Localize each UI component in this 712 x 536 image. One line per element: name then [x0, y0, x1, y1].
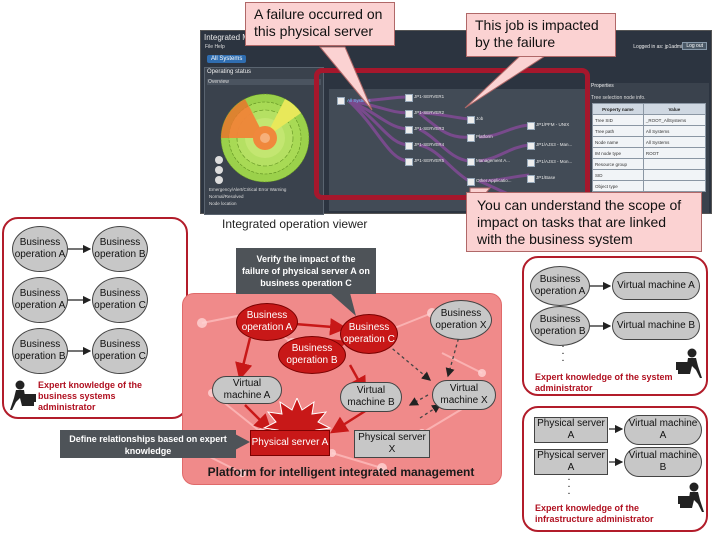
infra-admin-expert-label: Expert knowledge of the infrastructure a…: [535, 503, 654, 524]
graph-node-label: JP1/PFM - UNIX: [536, 122, 570, 127]
platform-ps-x[interactable]: Physical server X: [354, 430, 430, 458]
viewer-menu[interactable]: File Help: [205, 44, 225, 50]
table-row: Tree SID_ROOT_AllSystems: [592, 114, 707, 126]
graph-node-root-label: All Systems: [347, 98, 371, 103]
relationship-graph[interactable]: All Systems JP1-SERVER1 JP1-SERVER2 JP1-…: [329, 89, 585, 211]
rb-vm-a: Virtual machine A: [624, 415, 702, 445]
sunburst-chart[interactable]: [209, 88, 321, 186]
graph-node-pfm[interactable]: [527, 122, 535, 130]
graph-node-platform[interactable]: [467, 134, 475, 142]
graph-node-label: JP1-SERVER5: [414, 158, 445, 163]
graph-node-label: JP1-SERVER2: [414, 110, 445, 115]
graph-node-base[interactable]: [527, 175, 535, 183]
graph-node-other[interactable]: [467, 178, 475, 186]
callout-verify: Verify the impact of the failure of phys…: [236, 248, 376, 294]
left-bo-b-2: Business operation B: [12, 328, 68, 374]
system-admin-expert-label: Expert knowledge of the system administr…: [535, 372, 673, 393]
graph-node-server2[interactable]: [405, 110, 413, 118]
operating-status-title: Operating status: [207, 69, 252, 75]
viewer-caption: Integrated operation viewer: [222, 217, 368, 231]
platform-vm-a[interactable]: Virtual machine A: [212, 376, 282, 404]
properties-subtitle: Tree selection node info.: [591, 95, 646, 101]
properties-title: Properties: [591, 83, 614, 89]
table-row: Object type: [592, 180, 707, 192]
graph-node-server5[interactable]: [405, 158, 413, 166]
rb-vm-b: Virtual machine B: [624, 447, 702, 477]
platform-bo-b[interactable]: Business operation B: [278, 336, 346, 374]
graph-node-ajs3-man[interactable]: [527, 142, 535, 150]
graph-links: [347, 95, 530, 201]
rt-vm-b: Virtual machine B: [612, 312, 700, 340]
platform-bo-c[interactable]: Business operation C: [340, 314, 398, 354]
graph-node-label: Other Applicatio...: [476, 178, 512, 183]
failure-burst-icon: [262, 398, 332, 438]
rt-bo-a: Business operation A: [530, 266, 590, 306]
left-bo-a-1: Business operation A: [12, 226, 68, 272]
viewer-user: Logged in as: jp1admin: [633, 44, 685, 50]
graph-node-server3[interactable]: [405, 126, 413, 134]
callout-impacted: This job is impacted by the failure: [466, 13, 616, 57]
platform-vm-x[interactable]: Virtual machine X: [432, 380, 496, 410]
rb-ps-a-1: Physical server A: [534, 417, 608, 443]
callout-define: Define relationships based on expert kno…: [60, 430, 236, 458]
left-bo-b-1: Business operation B: [92, 226, 148, 272]
person-at-laptop-icon: [676, 348, 702, 378]
platform-bo-x[interactable]: Business operation X: [430, 300, 492, 340]
platform-label: Platform for intelligent integrated mana…: [207, 465, 475, 479]
operating-status-panel: Operating status Overview: [204, 67, 324, 215]
platform-ps-a[interactable]: Physical server A: [250, 430, 330, 456]
graph-node-label: JP1/AJS3 - Mon...: [536, 159, 573, 164]
tab-all-systems[interactable]: All Systems: [207, 55, 247, 63]
callout-scope: You can understand the scope of impact o…: [466, 192, 702, 252]
integrated-operation-viewer-screenshot: Integrated M File Help Logged in as: jp1…: [200, 30, 712, 215]
callout-failure: A failure occurred on this physical serv…: [245, 2, 395, 46]
platform-bo-a[interactable]: Business operation A: [236, 303, 298, 341]
graph-node-label: JP1/Base: [536, 175, 556, 180]
graph-node-label: JP1-SERVER4: [414, 142, 445, 147]
business-admin-expert-label: Expert knowledge of the business systems…: [38, 380, 143, 412]
overview-header: Overview: [207, 79, 321, 85]
rb-ps-a-2: Physical server A: [534, 449, 608, 475]
viewer-title: Integrated M: [204, 33, 249, 42]
sunburst-zoom-icon: [215, 156, 223, 184]
graph-node-label: JP1-SERVER1: [414, 94, 445, 99]
rb-dots: ・ ・ ・: [566, 478, 573, 498]
graph-node-label: JP1-SERVER3: [414, 126, 445, 131]
status-legend: Emergency/Alert/Critical Error Warning N…: [209, 187, 287, 206]
rt-dots: ・ ・ ・: [560, 345, 567, 365]
rt-bo-b: Business operation B: [530, 306, 590, 346]
graph-node-management[interactable]: [467, 158, 475, 166]
graph-node-label: Management A...: [476, 158, 511, 163]
graph-node-root[interactable]: [337, 97, 345, 105]
person-at-laptop-icon: [678, 482, 704, 512]
graph-node-label: Job: [476, 116, 484, 121]
logout-button[interactable]: Log out: [682, 42, 707, 50]
graph-node-server4[interactable]: [405, 142, 413, 150]
properties-panel: Properties Tree selection node info. Pro…: [587, 83, 709, 213]
left-bo-c-2: Business operation C: [92, 328, 148, 374]
platform-vm-b[interactable]: Virtual machine B: [340, 382, 402, 412]
graph-node-label: JP1/AJS3 - Man...: [536, 142, 573, 147]
graph-node-ajs3-mon[interactable]: [527, 159, 535, 167]
graph-highlight-frame: [314, 68, 590, 200]
graph-node-job[interactable]: [467, 116, 475, 124]
left-bo-c-1: Business operation C: [92, 277, 148, 323]
left-bo-a-2: Business operation A: [12, 277, 68, 323]
person-at-laptop-icon: [10, 380, 36, 410]
graph-node-label: Platform: [476, 134, 493, 139]
rt-vm-a: Virtual machine A: [612, 272, 700, 300]
graph-node-server1[interactable]: [405, 94, 413, 102]
